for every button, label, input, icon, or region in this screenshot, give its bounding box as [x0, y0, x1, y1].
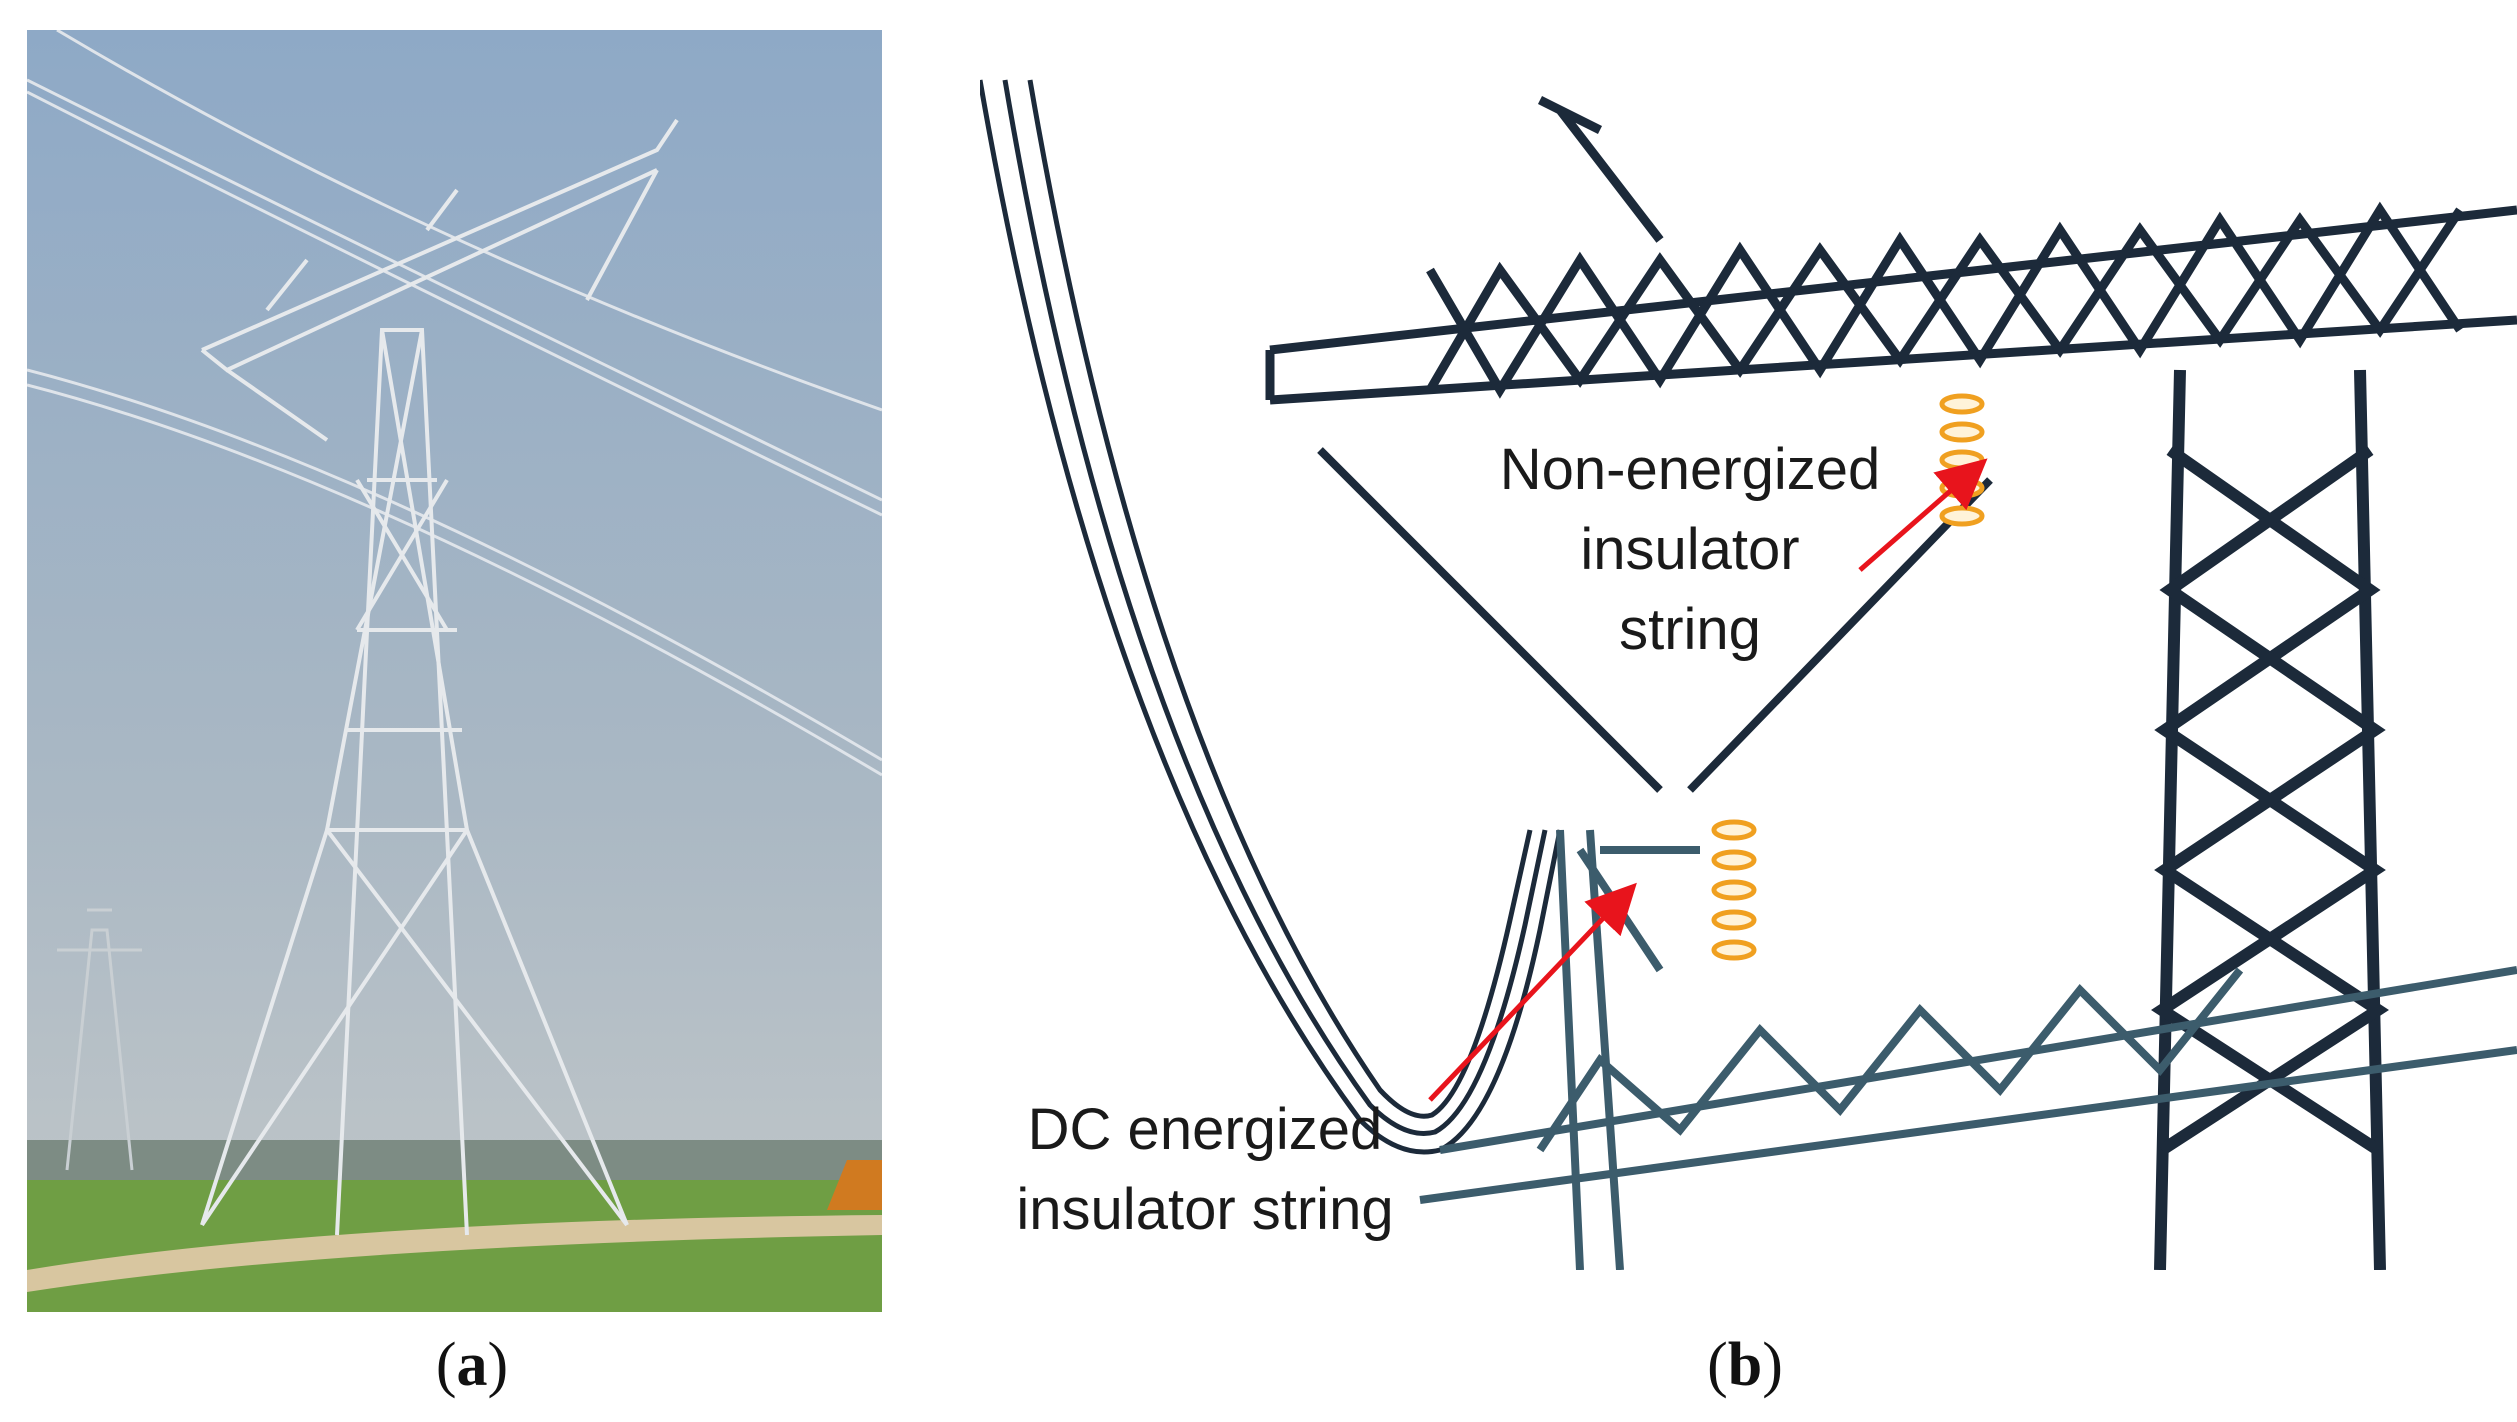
tower-body	[2151, 369, 2389, 1270]
caption-b: (b)	[1707, 1331, 1783, 1399]
caption-b-letter: b	[1727, 1331, 1763, 1399]
label-non-energized: Non-energized insulator string	[1499, 437, 1881, 662]
caption-a: (a)	[435, 1331, 509, 1399]
crossarm-upper	[1265, 95, 2517, 405]
v-string-struts	[1317, 447, 1993, 793]
arrow-non-energized	[1858, 458, 1988, 572]
arrow-dc-energized	[1428, 882, 1637, 1102]
label-dc-energized: DC energized insulator string	[1016, 1097, 1394, 1242]
tower-illustration	[980, 70, 2517, 1270]
insulator-dc-energized	[1711, 819, 1757, 961]
caption-a-letter: a	[456, 1331, 488, 1399]
conductor-bundle	[980, 79, 1563, 1155]
photo-tower	[27, 30, 882, 1312]
crossarm-lower	[1419, 829, 2517, 1270]
